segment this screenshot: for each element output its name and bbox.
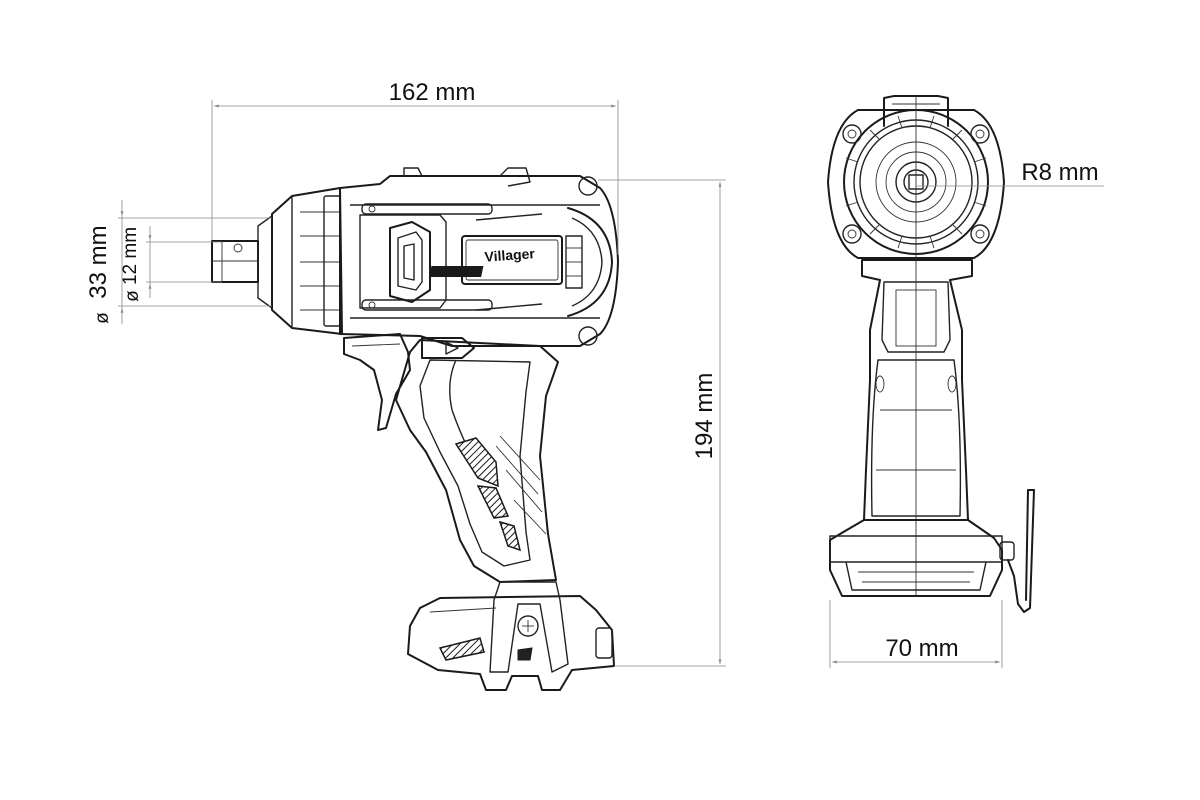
inner-diameter-dimension: ø 12 mm: [120, 226, 222, 302]
width-label: 70 mm: [885, 635, 958, 662]
inner-diameter-label: 12 mm: [120, 227, 141, 285]
front-housing: [827, 96, 1005, 268]
series-badge: [429, 266, 484, 277]
outer-diameter-dimension: ø 33 mm: [85, 200, 272, 324]
series-name: FUSE: [528, 267, 553, 277]
radius-dimension: R8 mm: [916, 159, 1104, 187]
height-dimension: 194 mm: [598, 179, 726, 667]
height-label: 194 mm: [691, 373, 718, 460]
outer-diameter-label: 33 mm: [85, 225, 112, 298]
radius-label: R8 mm: [1021, 159, 1098, 186]
trigger: [343, 333, 411, 431]
motor-housing: [339, 167, 619, 359]
brand-name: Villager: [484, 245, 536, 265]
front-battery-foot: [829, 489, 1035, 613]
width-dimension: 70 mm: [829, 600, 1003, 668]
battery-foot: [407, 581, 615, 691]
length-dimension: 162 mm: [211, 79, 619, 255]
length-label: 162 mm: [389, 79, 476, 106]
front-view: R8 mm 70 mm: [827, 95, 1104, 668]
square-drive-anvil: [211, 215, 273, 309]
side-view: Villager FUSE: [85, 79, 726, 691]
brand-plate: Villager FUSE: [429, 235, 563, 285]
diameter-symbol-inner: ø: [122, 290, 143, 302]
hammer-case: [271, 187, 343, 335]
diameter-symbol-outer: ø: [92, 312, 113, 324]
handle: [395, 339, 559, 583]
front-handle: [861, 259, 973, 596]
